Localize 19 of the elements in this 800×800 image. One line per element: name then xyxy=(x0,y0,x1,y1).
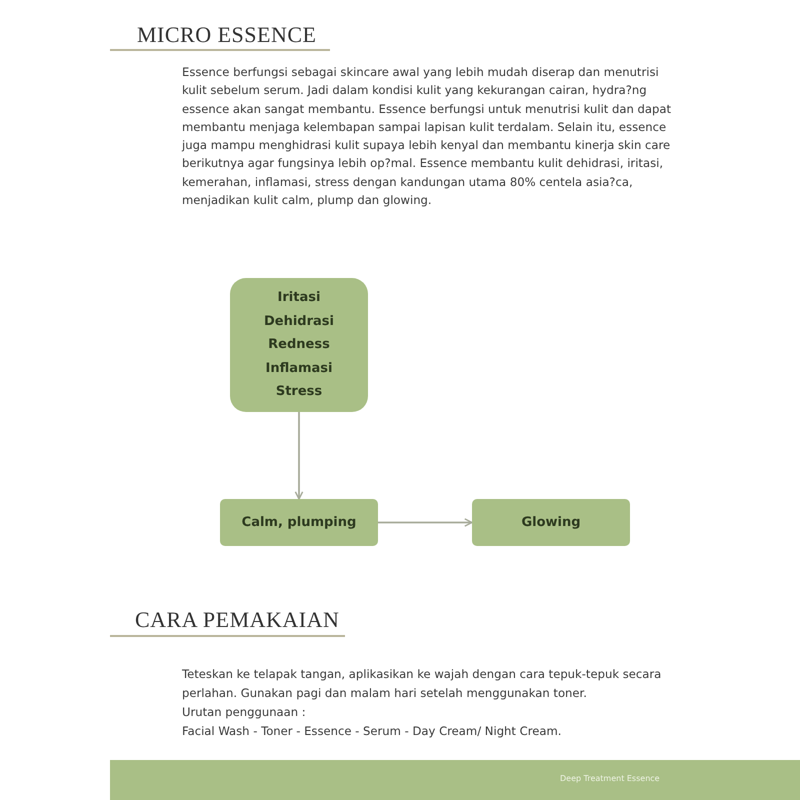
footer-text: Deep Treatment Essence xyxy=(560,774,660,784)
usage-steps: Facial Wash - Toner - Essence - Serum - Day Cream/ Night Cream. xyxy=(182,722,562,741)
usage-text: Urutan penggunaan : xyxy=(182,704,306,721)
box-text: Glowing xyxy=(521,514,581,532)
box-text: Redness xyxy=(268,336,330,354)
arrow xyxy=(378,518,473,527)
box-text: Iritasi xyxy=(278,289,320,308)
section-heading: MICRO ESSENCE xyxy=(137,22,316,48)
process-box xyxy=(220,499,378,546)
box-text: Inflamasi xyxy=(265,360,332,378)
box-text: Calm, plumping xyxy=(242,514,356,532)
process-box xyxy=(230,278,368,412)
box-text: Stress xyxy=(276,383,322,402)
box-text: Dehidrasi xyxy=(264,312,334,331)
section-heading: CARA PEMAKAIAN xyxy=(135,607,340,633)
process-box xyxy=(472,499,630,546)
arrow xyxy=(294,412,304,500)
usage-paragraph: Teteskan ke telapak tangan, aplikasikan ke wajah dengan cara tepuk-tepuk secara perlahan. Gunakan pagi dan malam hari setelah menggunakan toner. xyxy=(182,666,662,702)
description-paragraph: Essence berfungsi sebagai skincare awal yang lebih mudah diserap dan menutrisi kulit sebelum serum. Jadi dalam kondisi kulit yang kekurangan cairan, hydra?ng essence akan sangat membantu. Essence berfungsi untuk menutrisi kulit dan dapat membantu menjaga kelembapan sampai lapisan kulit terdalam. Selain itu, essence juga mampu menghidrasi kulit supaya lebih kenyal dan membantu kinerja skin care berikutnya agar fungsinya lebih op?mal. Essence membantu kulit dehidrasi, iritasi, kemerahan, inflamasi, stress dengan kandungan utama 80% centela asia?ca, menjadikan kulit calm, plump dan glowing. xyxy=(182,64,672,210)
